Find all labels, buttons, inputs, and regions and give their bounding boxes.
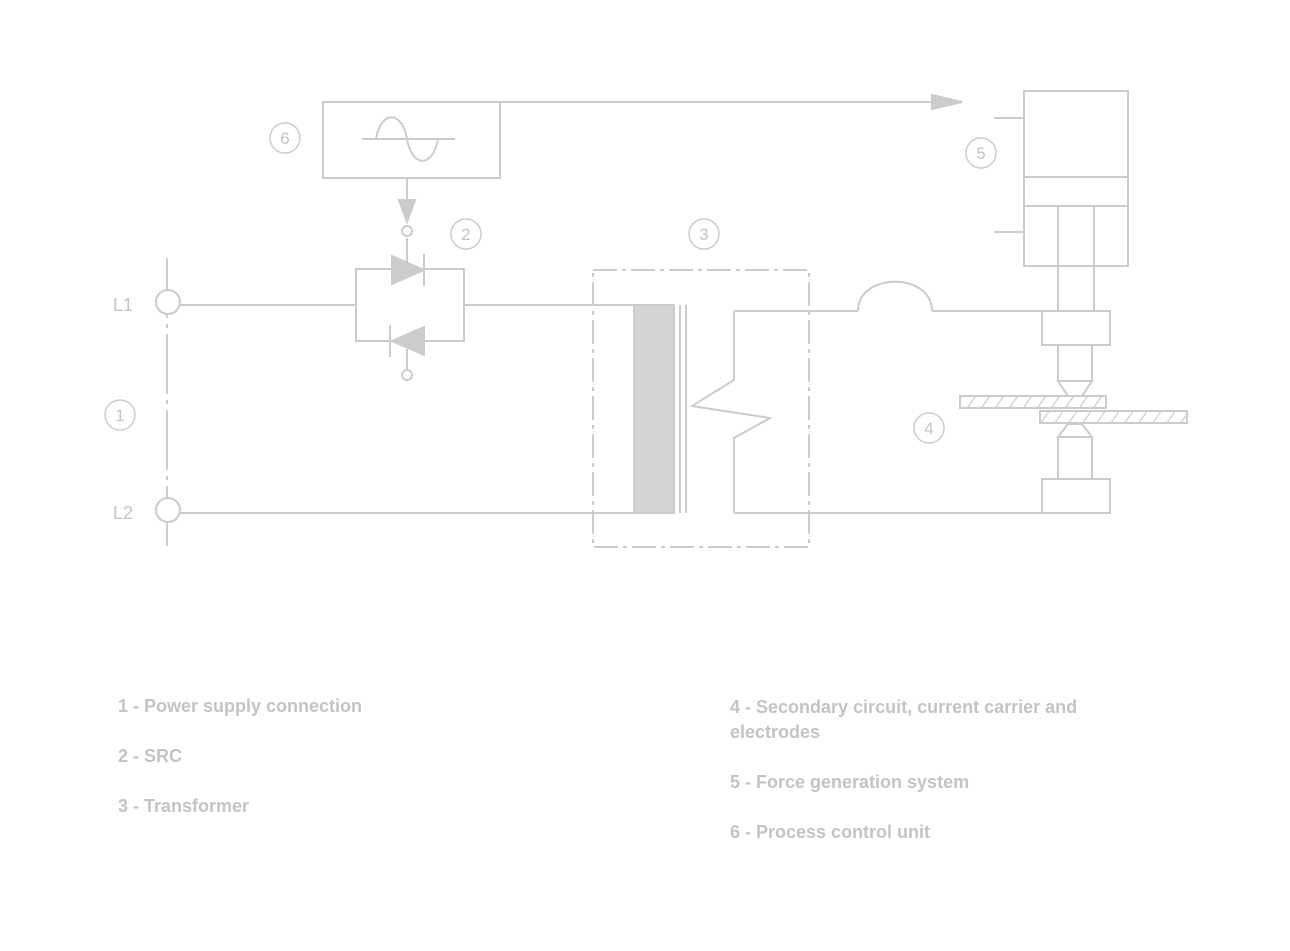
marker-1: 1 <box>104 399 136 431</box>
secondary-winding <box>689 311 774 513</box>
svg-text:5: 5 <box>976 144 985 163</box>
transformer-boundary <box>592 269 810 548</box>
marker-5: 5 <box>965 137 997 169</box>
marker-6: 6 <box>269 122 301 154</box>
control-arrow-down-icon <box>397 199 417 225</box>
thyristor-forward-icon <box>391 254 427 286</box>
transformer <box>592 269 810 548</box>
force-generation-system <box>994 90 1129 311</box>
legend-item-transformer: 3 - Transformer <box>118 796 250 816</box>
lower-sheet <box>1039 410 1188 424</box>
lower-electrode-holder <box>1041 478 1111 514</box>
marker-3: 3 <box>688 218 720 250</box>
sine-wave-icon <box>375 116 439 162</box>
gate-terminal-bottom <box>401 369 413 381</box>
workpiece-sheets <box>959 395 1188 424</box>
electrodes <box>1041 310 1111 514</box>
marker-4: 4 <box>913 412 945 444</box>
svg-text:4: 4 <box>924 419 933 438</box>
process-control-unit <box>322 93 963 225</box>
svg-text:6: 6 <box>280 129 289 148</box>
power-supply-connection <box>155 258 181 552</box>
upper-electrode-holder <box>1041 310 1111 346</box>
legend-item-process-control: 6 - Process control unit <box>730 822 931 842</box>
l2-label: L2 <box>113 503 133 523</box>
flexible-conductor <box>857 280 933 312</box>
legend-item-src: 2 - SRC <box>118 746 183 766</box>
svg-text:1: 1 <box>115 406 124 425</box>
legend-item-force-generation: 5 - Force generation system <box>730 772 970 792</box>
transformer-core <box>633 304 675 514</box>
secondary-circuit <box>734 280 1042 514</box>
upper-sheet <box>959 395 1107 409</box>
src-thyristor-pair <box>355 225 465 381</box>
l1-terminal <box>155 289 181 315</box>
legend-item-power-supply: 1 - Power supply connection <box>118 696 363 716</box>
l2-terminal <box>155 497 181 523</box>
legend-item-secondary-circuit: 4 - Secondary circuit, current carrier a… <box>730 697 1078 742</box>
control-arrow-right-icon <box>931 93 963 111</box>
svg-text:2: 2 <box>461 225 470 244</box>
thyristor-reverse-icon <box>389 325 425 357</box>
marker-2: 2 <box>450 218 482 250</box>
l1-label: L1 <box>113 295 133 315</box>
primary-wiring <box>180 304 634 514</box>
gate-terminal-top <box>401 225 413 237</box>
svg-text:3: 3 <box>699 225 708 244</box>
